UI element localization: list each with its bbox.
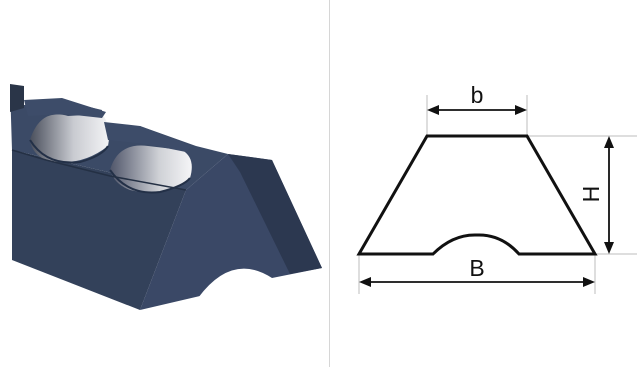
dimension-h-label: H bbox=[578, 186, 604, 203]
dimension-h-arrow-top bbox=[604, 136, 614, 148]
belt-profile-outline bbox=[356, 134, 598, 256]
belt-groove-1-rim bbox=[29, 139, 109, 164]
dimension-B-arrow-left bbox=[359, 277, 371, 287]
dimension-b-arrow-right bbox=[515, 105, 527, 115]
belt-cross-section: b H B bbox=[329, 0, 642, 367]
belt-3d-illustration bbox=[10, 84, 322, 310]
panel-divider bbox=[329, 0, 330, 367]
belt-bottom-groove bbox=[198, 268, 272, 310]
belt-side-shade bbox=[228, 154, 322, 274]
dimension-b-label: b bbox=[471, 82, 484, 108]
belt-3d-svg bbox=[10, 84, 322, 310]
dimension-B-arrow-right bbox=[583, 277, 595, 287]
dimension-b-arrow-left bbox=[427, 105, 439, 115]
belt-groove-2 bbox=[110, 145, 192, 193]
belt-left-cog bbox=[10, 84, 24, 112]
cross-section-svg: b H B bbox=[356, 82, 637, 294]
belt-groove-1 bbox=[30, 114, 110, 163]
belt-cog-top-2 bbox=[104, 122, 192, 152]
belt-cog-top-1 bbox=[24, 98, 106, 118]
belt-front-ridge bbox=[11, 149, 187, 191]
dimension-h-arrow-bottom bbox=[604, 242, 614, 254]
dimension-B-label: B bbox=[469, 255, 484, 281]
belt-groove-2-rim bbox=[109, 169, 191, 194]
